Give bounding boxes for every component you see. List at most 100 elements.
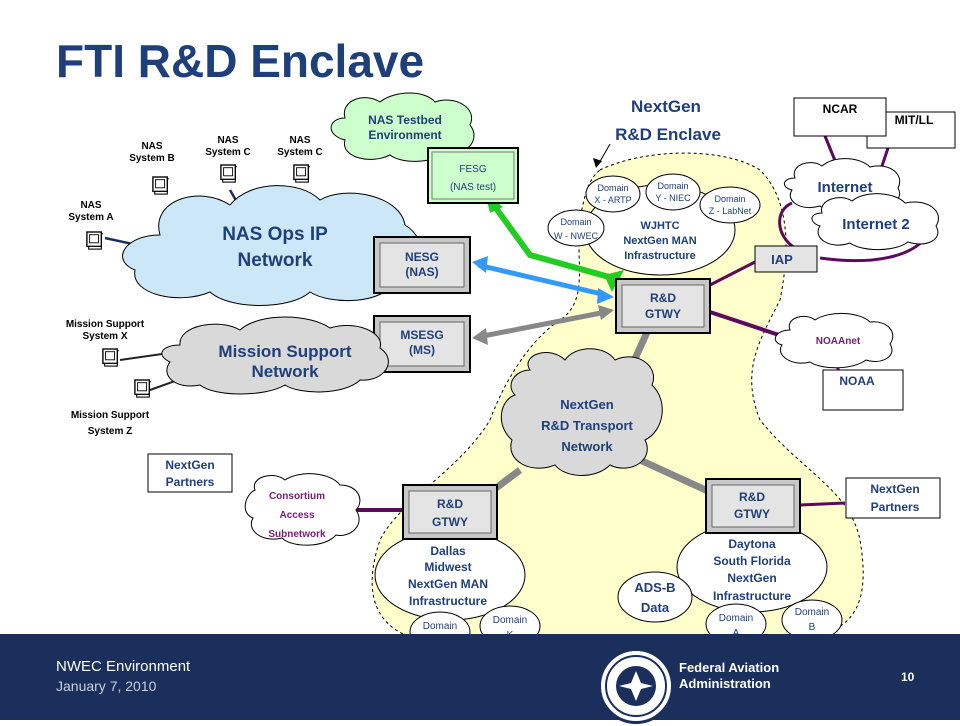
rd-gateway-top-label-1: R&D <box>650 291 676 305</box>
adsb-label-1: ADS-B <box>634 580 675 595</box>
nas-system-c1-label-2: System C <box>205 147 251 158</box>
dallas-label-1: Dallas <box>430 544 466 558</box>
computer-icon <box>293 164 311 183</box>
domain-k-label-1: Domain <box>493 615 527 626</box>
enclave-heading-2: R&D Enclave <box>615 125 721 144</box>
domain-y-label-1: Domain <box>657 181 688 191</box>
enclave-pointer-arrow-icon <box>593 158 602 168</box>
faa-seal-graphic <box>605 655 667 717</box>
nas-system-c1-label-1: NAS <box>217 135 238 146</box>
domain-w-label-1: Domain <box>560 217 591 227</box>
noaanet-cloud <box>774 313 894 369</box>
fesg-inner <box>431 151 515 200</box>
domain-y <box>645 173 701 211</box>
link-nesg <box>477 262 607 298</box>
nas-testbed-cloud <box>330 92 475 162</box>
consortium-label-2: Access <box>279 510 314 521</box>
nesg-inner <box>379 242 465 288</box>
consortium-cloud <box>244 473 361 546</box>
dallas-label-4: Infrastructure <box>409 594 487 608</box>
rd-gateway-dallas-inner <box>408 490 492 534</box>
link-iap <box>709 260 756 287</box>
testbed-label-1: NAS Testbed <box>368 113 442 127</box>
computer-icon <box>134 379 152 398</box>
link-transport-daytona <box>638 456 712 496</box>
nas-system-a-label-2: System A <box>68 212 113 223</box>
wjhtc-label-2: NextGen MAN <box>623 235 696 247</box>
domain-x <box>585 175 641 213</box>
fesg-box <box>427 147 519 204</box>
msesg-label-1: MSESG <box>400 328 443 342</box>
link-msesg <box>477 309 607 340</box>
nesg-label-2: (NAS) <box>405 265 438 279</box>
domain-z-label-1: Domain <box>714 194 745 204</box>
transport-label-2: R&D Transport <box>541 418 633 433</box>
nas-system-c2-label-1: NAS <box>289 135 310 146</box>
domain-z-label-2: Z - LabNet <box>709 206 752 216</box>
iap-label: IAP <box>771 252 793 267</box>
domain-y-label-2: Y - NIEC <box>655 193 691 203</box>
adsb-ellipse <box>617 571 693 623</box>
domain-w <box>547 209 605 247</box>
domain-a-label-1: Domain <box>719 613 753 624</box>
nas-ops-label-2: Network <box>238 250 313 271</box>
footer-bar: NWEC Environment January 7, 2010 Federal… <box>0 634 960 720</box>
ms-system-z-label-2: System Z <box>88 426 132 437</box>
transport-cloud <box>501 348 663 476</box>
computer-icon <box>220 164 238 183</box>
daytona-label-4: Infrastructure <box>713 589 791 603</box>
rd-gateway-daytona-inner <box>711 484 795 528</box>
computer-icon <box>152 176 170 195</box>
arrow-gtwy-blue-icon <box>597 288 614 304</box>
domain-a-label-2: A <box>733 628 740 639</box>
nas-system-b-label-2: System B <box>129 153 175 164</box>
domain-x-label-1: Domain <box>597 183 628 193</box>
ncar-box <box>793 97 887 137</box>
daytona-label-3: NextGen <box>727 571 776 585</box>
link-partners-right <box>799 501 846 507</box>
partners-left-label-2: Partners <box>166 475 215 489</box>
link-noaanet <box>709 310 786 339</box>
fesg-label-1: FESG <box>459 164 486 175</box>
iap-box <box>754 245 818 273</box>
partners-right-label-2: Partners <box>871 500 920 514</box>
noaa-label: NOAA <box>839 374 875 388</box>
computer-icon <box>86 231 104 250</box>
noaa-box <box>822 369 904 411</box>
internet2-label: Internet 2 <box>842 216 910 233</box>
nas-ops-label-1: NAS Ops IP <box>222 224 328 245</box>
partners-right-box <box>845 477 941 519</box>
arrow-msesg-icon <box>472 328 488 345</box>
footer-agency: Federal Aviation Administration <box>679 660 779 692</box>
ms-system-z-label-1: Mission Support <box>71 410 150 421</box>
footer-date: January 7, 2010 <box>56 678 157 694</box>
ms-system-x-label-2: System X <box>82 331 127 342</box>
wjhtc-label-1: WJHTC <box>640 220 679 232</box>
mission-label-2: Network <box>251 362 319 381</box>
noaanet-label: NOAAnet <box>816 336 861 347</box>
daytona-label-1: Daytona <box>728 537 776 551</box>
internet-label: Internet <box>817 179 872 196</box>
partners-left-box <box>147 453 233 493</box>
transport-label-1: NextGen <box>560 397 614 412</box>
rd-gateway-daytona-label-1: R&D <box>739 490 765 504</box>
link-fesg <box>487 198 621 283</box>
page-number: 10 <box>901 670 915 684</box>
arrow-nesg-icon <box>472 256 488 273</box>
domain-j-label-1: Domain <box>423 621 457 632</box>
computer-icon <box>102 348 120 367</box>
rd-gateway-top-label-2: GTWY <box>645 307 681 321</box>
nas-system-b-label-1: NAS <box>141 141 162 152</box>
rd-gateway-dallas-label-1: R&D <box>437 497 463 511</box>
transport-label-3: Network <box>561 439 613 454</box>
daytona-label-2: South Florida <box>713 554 791 568</box>
arrow-gtwy-gray-icon <box>598 305 614 320</box>
testbed-label-2: Environment <box>368 128 441 142</box>
rd-gateway-daytona-label-2: GTWY <box>734 507 770 521</box>
link-iap-internet <box>778 201 796 250</box>
consortium-label-1: Consortium <box>269 491 325 502</box>
consortium-label-3: Subnetwork <box>268 529 326 540</box>
nas-system-c2-label-2: System C <box>277 147 323 158</box>
domain-x-label-2: X - ARTP <box>594 195 631 205</box>
ms-system-x-label-1: Mission Support <box>66 319 145 330</box>
